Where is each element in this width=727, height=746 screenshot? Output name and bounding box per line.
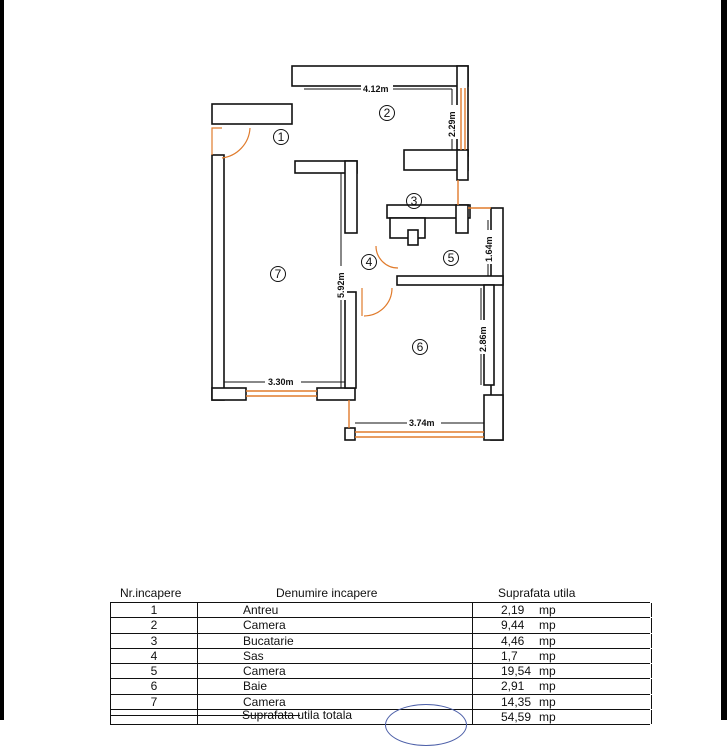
wall-room6-bottom-left bbox=[344, 427, 356, 441]
page-edge-left bbox=[0, 0, 4, 720]
room-marker-circle-5 bbox=[443, 250, 459, 266]
cell-name: Baie bbox=[243, 679, 268, 694]
door-room5-swing bbox=[375, 245, 399, 269]
table-row: 4 Sas 1,7 mp bbox=[110, 648, 652, 665]
cell-name: Antreu bbox=[243, 603, 279, 617]
dim-room2-depth: 2.29m bbox=[447, 111, 457, 137]
cell-area: 1,7 bbox=[501, 648, 518, 663]
wall-room3-bottom bbox=[386, 204, 471, 219]
room-marker-6: 6 bbox=[417, 340, 424, 354]
cell-nr: 5 bbox=[110, 664, 198, 679]
cell-name: Bucatarie bbox=[243, 633, 294, 648]
page-edge-right bbox=[721, 0, 727, 720]
wall-top-left bbox=[211, 103, 293, 125]
dim-room2-width: 4.12m bbox=[363, 84, 389, 94]
wall-bottom-left bbox=[211, 387, 247, 401]
wall-room3-notch bbox=[407, 229, 419, 246]
cell-name: Camera bbox=[243, 618, 286, 633]
room-marker-7: 7 bbox=[275, 267, 282, 281]
room-marker-circle-1 bbox=[273, 129, 289, 145]
room-marker-circle-2 bbox=[379, 105, 395, 121]
cell-area: 14,35 bbox=[501, 694, 532, 709]
walls bbox=[211, 65, 504, 441]
room-marker-5: 5 bbox=[448, 251, 455, 265]
wall-bottom-mid bbox=[316, 387, 356, 401]
header-area: Suprafata utila bbox=[498, 586, 576, 600]
cell-nr: 6 bbox=[110, 679, 198, 694]
table-row: 1 Antreu 2,19 mp bbox=[110, 603, 652, 619]
cell-name: Sas bbox=[243, 648, 264, 663]
room-marker-1: 1 bbox=[278, 130, 285, 144]
table-row: 7 Camera 14,35 mp bbox=[110, 694, 652, 711]
room-marker-circle-6 bbox=[412, 339, 428, 355]
table-row: 2 Camera 9,44 mp bbox=[110, 618, 652, 634]
room-marker-3: 3 bbox=[411, 194, 418, 208]
cell-nr: 7 bbox=[110, 694, 198, 710]
cell-nr: 1 bbox=[110, 603, 198, 618]
cell-area: 9,44 bbox=[501, 618, 525, 633]
room-marker-4: 4 bbox=[366, 255, 373, 269]
cell-unit: mp bbox=[539, 679, 556, 694]
table-row: 3 Bucatarie 4,46 mp bbox=[110, 633, 652, 649]
door-room6-swing bbox=[363, 287, 393, 317]
cell-unit: mp bbox=[539, 603, 556, 617]
cell-unit: mp bbox=[539, 664, 556, 679]
table-row: 6 Baie 2,91 mp bbox=[110, 679, 652, 695]
dim-room7-length: 5.92m bbox=[336, 272, 346, 298]
windows bbox=[246, 88, 491, 438]
dim-room5-depth: 1.64m bbox=[484, 236, 494, 262]
cell-unit: mp bbox=[539, 648, 556, 663]
cell-nr: 3 bbox=[110, 633, 198, 648]
dim-room6-depth: 2.86m bbox=[478, 326, 488, 352]
wall-internal-vertical bbox=[344, 160, 358, 234]
room-marker-circle-7 bbox=[270, 266, 286, 282]
stamp-seal bbox=[385, 704, 467, 746]
room-marker-circle-3 bbox=[406, 193, 422, 209]
dim-room7-width: 3.30m bbox=[268, 377, 294, 387]
header-room-number: Nr.incapere bbox=[120, 586, 182, 600]
wall-room7-right bbox=[344, 291, 357, 389]
wall-right-upper bbox=[456, 65, 469, 157]
cell-unit: mp bbox=[539, 694, 556, 709]
cell-unit: mp bbox=[539, 633, 556, 648]
cell-unit: mp bbox=[539, 618, 556, 633]
room-markers: 1 2 3 4 5 6 7 bbox=[270, 105, 459, 355]
cell-area: 2,91 bbox=[501, 679, 525, 694]
doors bbox=[211, 127, 399, 317]
cell-nr: 4 bbox=[110, 648, 198, 664]
total-area: 54,59 bbox=[501, 710, 532, 725]
cell-area: 19,54 bbox=[501, 664, 532, 679]
door-entrance-swing bbox=[221, 127, 251, 159]
wall-right-mid bbox=[456, 149, 469, 181]
wall-left bbox=[211, 154, 225, 401]
cell-name: Camera bbox=[243, 694, 286, 709]
room-table: 1 Antreu 2,19 mp 2 Camera 9,44 mp 3 Bucata… bbox=[110, 602, 652, 726]
floor-plan: 4.12m 2.29m 1.64m 5.92m 3.30m 2.86m 3.74… bbox=[211, 65, 504, 441]
cell-nr-empty bbox=[110, 710, 198, 725]
header-room-name: Denumire incapere bbox=[276, 586, 378, 600]
room-marker-2: 2 bbox=[384, 106, 391, 120]
room-marker-circle-4 bbox=[361, 254, 377, 270]
cell-name: Camera bbox=[243, 664, 286, 679]
wall-room5-left-top bbox=[455, 204, 469, 234]
table-row: 5 Camera 19,54 mp bbox=[110, 664, 652, 680]
dim-room6-width: 3.74m bbox=[409, 418, 435, 428]
cell-area: 4,46 bbox=[501, 633, 525, 648]
table-bottom-line bbox=[110, 715, 300, 716]
door-entrance-frame bbox=[211, 127, 222, 155]
total-unit: mp bbox=[539, 710, 556, 725]
wall-room5-bottom bbox=[396, 275, 504, 286]
cell-area: 2,19 bbox=[501, 603, 525, 617]
dimensions: 4.12m 2.29m 1.64m 5.92m 3.30m 2.86m 3.74… bbox=[224, 83, 495, 429]
cell-nr: 2 bbox=[110, 618, 198, 633]
wall-room6-bottom-right bbox=[483, 394, 504, 441]
